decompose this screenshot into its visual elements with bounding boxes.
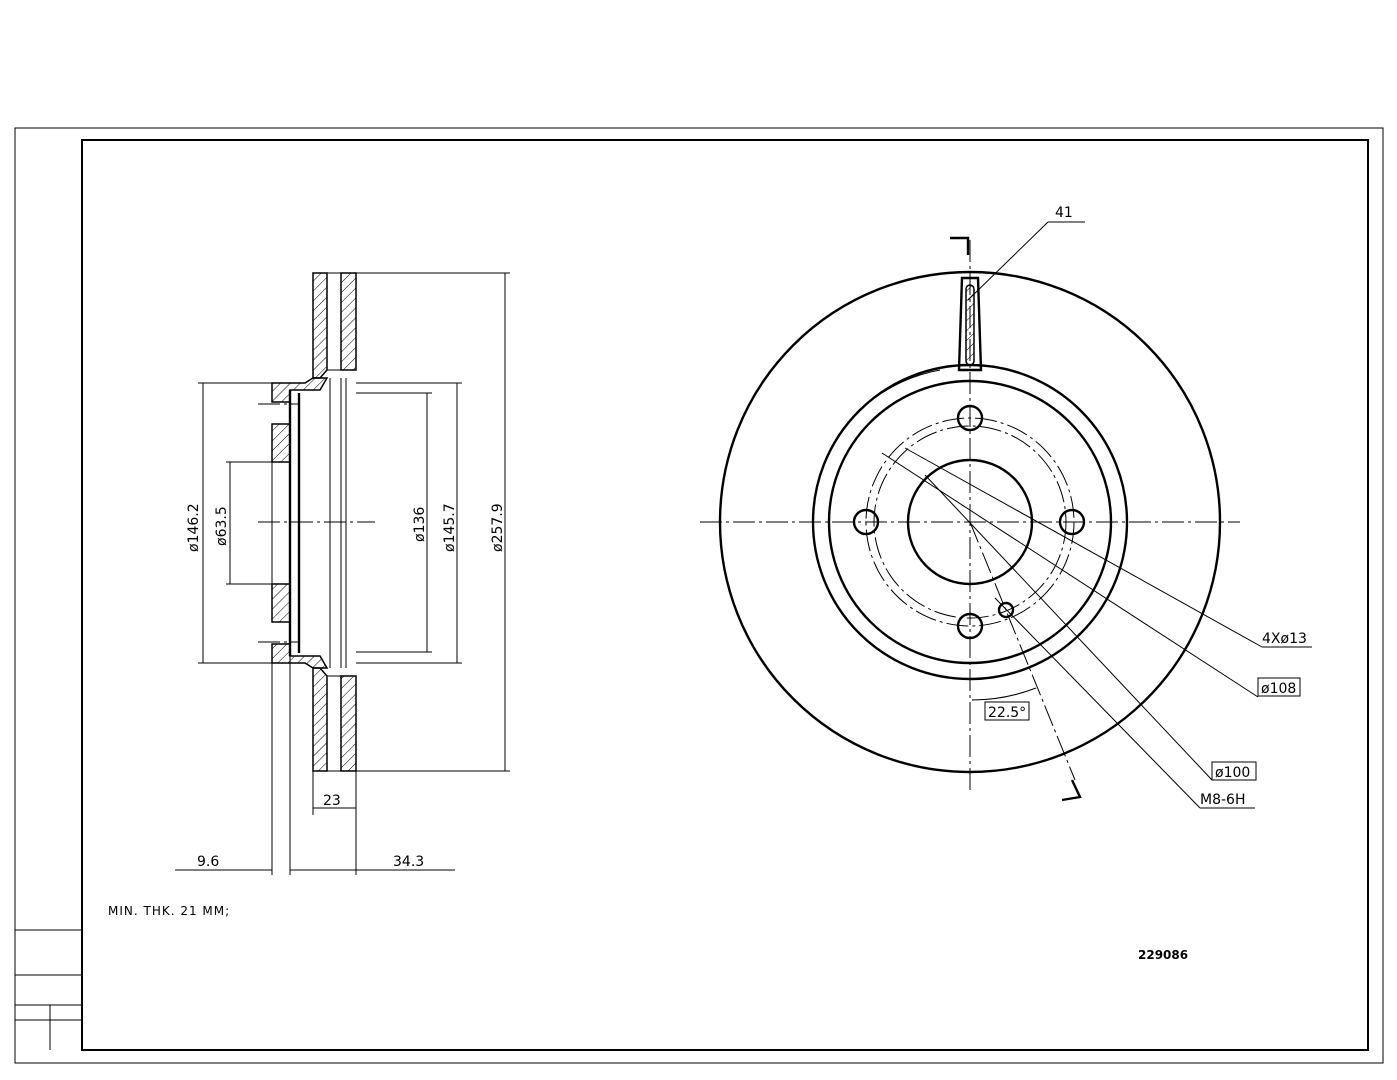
dim-34-3: 34.3 [393, 854, 424, 870]
section-view: ø146.2 ø63.5 ø136 ø145.7 ø257.9 23 9.6 3… [175, 272, 510, 875]
dim-pcd-100: ø100 [1215, 765, 1250, 781]
note-min-thickness: MIN. THK. 21 MM; [108, 904, 230, 918]
dim-9-6: 9.6 [197, 854, 219, 870]
dim-63-5: ø63.5 [214, 506, 230, 546]
dim-4x-13: 4Xø13 [1262, 631, 1307, 647]
drawing-frame [14, 127, 1384, 1064]
dim-angle: 22.5° [988, 705, 1026, 721]
dim-146-2: ø146.2 [186, 503, 202, 552]
front-view: 41 4Xø13 ø108 ø100 M8-6H 22.5° [700, 205, 1312, 809]
dim-slot-41: 41 [1055, 205, 1073, 221]
dim-thread: M8-6H [1200, 792, 1245, 808]
dim-136: ø136 [412, 507, 428, 542]
dim-pcd-108: ø108 [1261, 681, 1296, 697]
dim-145-7: ø145.7 [442, 503, 458, 552]
dim-257-9: ø257.9 [490, 503, 506, 552]
dim-23: 23 [323, 793, 341, 809]
part-number: 229086 [1138, 948, 1188, 962]
